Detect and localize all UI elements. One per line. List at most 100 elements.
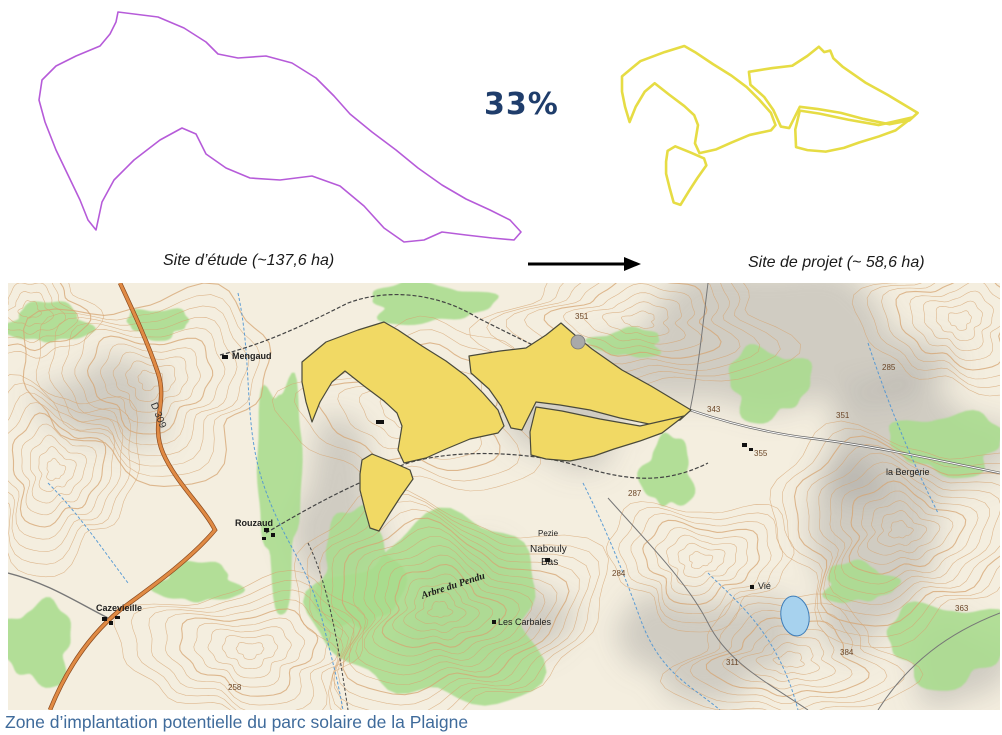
spot-height: 287 xyxy=(628,489,642,498)
contour-line xyxy=(11,412,107,528)
contour-line xyxy=(876,510,928,547)
contour-line xyxy=(524,283,741,366)
contour-line xyxy=(769,420,1000,649)
project-outline-part xyxy=(666,146,706,205)
contour-line xyxy=(293,329,521,482)
contour-line xyxy=(35,294,261,477)
contour-line xyxy=(674,602,905,710)
contour-line xyxy=(315,342,501,471)
contour-line xyxy=(306,492,600,710)
contour-line xyxy=(782,428,1000,638)
contour-line xyxy=(840,471,979,585)
place-label: Vié xyxy=(758,581,771,591)
project-zone xyxy=(468,322,692,431)
project-zones xyxy=(301,321,692,532)
contour-line xyxy=(381,563,507,649)
contour-line xyxy=(755,642,820,675)
contour-line xyxy=(888,519,914,539)
contour-line xyxy=(348,526,558,685)
study-site-outline xyxy=(38,11,522,243)
contour-line xyxy=(165,599,331,706)
contour-line xyxy=(848,480,967,575)
spot-height: 311 xyxy=(726,658,739,667)
forest-area xyxy=(126,308,190,341)
contour-line xyxy=(8,392,124,552)
place-label: Cazevieille xyxy=(96,603,143,613)
contour-line xyxy=(46,457,67,481)
contour-line xyxy=(112,351,189,413)
excluded-spot xyxy=(570,334,586,350)
place-label: Nabouly xyxy=(530,544,567,555)
contour-line xyxy=(8,283,105,359)
spot-height: 258 xyxy=(228,683,242,692)
contour-line xyxy=(772,650,805,668)
contour-line xyxy=(8,382,131,565)
contour-line xyxy=(8,402,116,540)
contour-line xyxy=(100,343,201,424)
contour-line xyxy=(909,283,1000,361)
project-site-outline xyxy=(622,46,918,205)
contour-line xyxy=(148,589,343,710)
project-outline-part xyxy=(622,46,776,153)
hillshade xyxy=(577,283,959,412)
contour-line xyxy=(427,600,454,618)
contour-line xyxy=(293,485,609,710)
spot-height: 285 xyxy=(882,363,896,372)
contour-line xyxy=(562,283,703,352)
contour-line xyxy=(857,490,954,565)
place-label: Rouzaud xyxy=(235,518,273,528)
map-canvas xyxy=(8,283,1000,710)
contour-line xyxy=(806,443,1000,616)
contour-line xyxy=(689,609,888,704)
contour-line xyxy=(659,593,924,710)
contour-line xyxy=(469,283,801,389)
contour-line xyxy=(582,292,686,345)
contour-line xyxy=(221,634,279,670)
contour-line xyxy=(642,519,760,606)
contour-line xyxy=(137,369,164,391)
contour-line xyxy=(620,310,655,329)
contour-line xyxy=(355,536,546,676)
contour-line xyxy=(86,335,214,435)
contour-line xyxy=(618,507,784,624)
hillshade xyxy=(35,356,166,445)
contour-line xyxy=(61,316,238,456)
contour-line xyxy=(8,283,79,343)
forest-area xyxy=(256,372,303,615)
forest-area xyxy=(637,432,696,507)
contour-line xyxy=(179,608,319,697)
contour-line xyxy=(29,434,87,504)
streams xyxy=(47,292,939,710)
topographic-map: Mengaud D 309 Rouzaud Cazevieille Pezie … xyxy=(8,283,1000,710)
contour-line xyxy=(506,283,761,373)
contour-line xyxy=(935,300,983,341)
contour-line xyxy=(364,545,533,666)
place-label: la Bergerie xyxy=(886,467,930,477)
arrow-right-icon xyxy=(528,257,641,271)
project-zone xyxy=(529,406,685,462)
contour-line xyxy=(193,617,305,688)
contour-line xyxy=(17,300,42,319)
contour-line xyxy=(705,617,870,698)
figure-caption: Zone d’implantation potentielle du parc … xyxy=(5,712,469,732)
contour-line xyxy=(654,527,748,596)
contour-line xyxy=(688,551,714,569)
spot-height: 355 xyxy=(754,449,768,458)
spot-height: 363 xyxy=(955,604,969,613)
contour-line xyxy=(8,291,54,327)
study-site-label: Site d’étude (~137,6 ha) xyxy=(163,252,335,269)
contour-line xyxy=(738,633,836,682)
contour-line xyxy=(895,283,1000,371)
place-label: Les Carbales xyxy=(498,617,552,627)
contour-line xyxy=(48,305,249,467)
contour-line xyxy=(793,435,1000,627)
contour-line xyxy=(392,573,494,641)
contour-line xyxy=(113,569,366,710)
spot-height: 343 xyxy=(707,405,721,414)
place-label: Mengaud xyxy=(232,351,272,361)
forest-area xyxy=(886,601,1000,691)
contour-line xyxy=(8,283,92,352)
contour-line xyxy=(866,500,941,556)
contour-line xyxy=(330,508,580,706)
